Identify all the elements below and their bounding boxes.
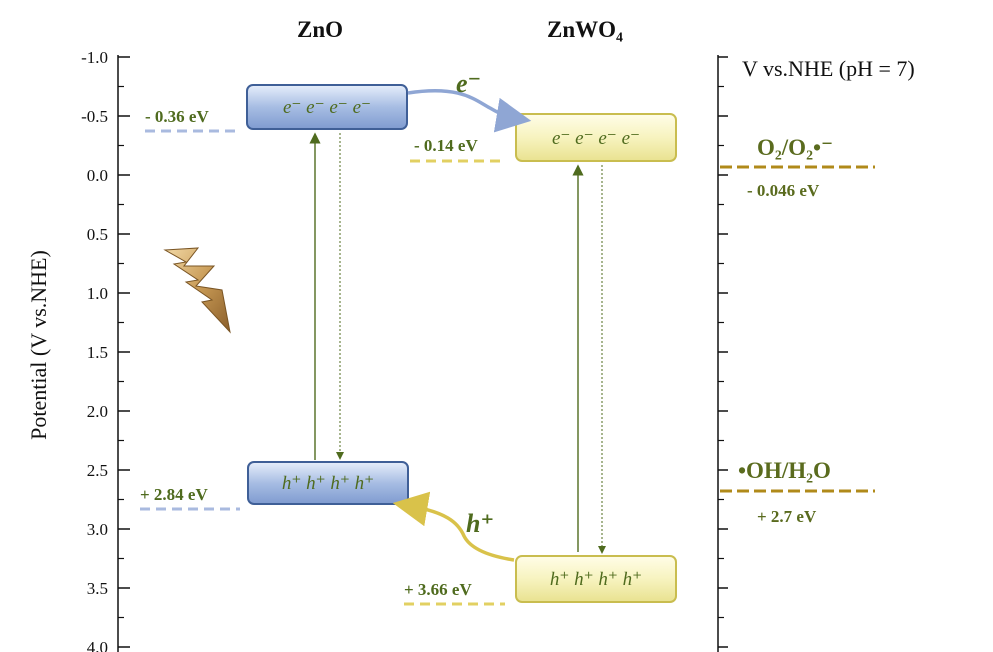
left-tick-label: 1.0: [87, 284, 108, 303]
right-axis: [717, 55, 728, 652]
left-tick-label: 3.5: [87, 579, 108, 598]
zno-cb-carriers: e⁻ e⁻ e⁻ e⁻: [283, 97, 371, 118]
left-tick-label: 3.0: [87, 520, 108, 539]
znwo4-cb-carriers: e⁻ e⁻ e⁻ e⁻: [552, 128, 640, 149]
left-tick-label: 4.0: [87, 638, 108, 652]
znwo4-vb-carriers: h⁺ h⁺ h⁺ h⁺: [550, 569, 642, 590]
left-tick-label: 0.0: [87, 166, 108, 185]
left-tick-label: 0.5: [87, 225, 108, 244]
hole-transfer-arrow: [392, 491, 515, 562]
left-tick-label: 2.5: [87, 461, 108, 480]
electron-transfer-arrow: [407, 88, 532, 133]
zno-vb-carriers: h⁺ h⁺ h⁺ h⁺: [282, 473, 374, 494]
znwo4-conduction-band: e⁻ e⁻ e⁻ e⁻: [515, 113, 677, 162]
zno-vb-value: + 2.84 eV: [140, 485, 208, 504]
redox-oh-value: + 2.7 eV: [757, 507, 817, 526]
left-tick-label: 2.0: [87, 402, 108, 421]
left-tick-label: -1.0: [81, 48, 108, 67]
left-tick-label: 1.5: [87, 343, 108, 362]
left-tick-label: -0.5: [81, 107, 108, 126]
lightning-icon: [163, 247, 231, 334]
material-title-znwo4: ZnWO₄: [547, 17, 623, 42]
redox-o2-label: O₂/O₂•⁻: [757, 135, 833, 160]
redox-oh-label: •OH/H₂O: [738, 458, 831, 483]
left-axis-title: Potential (V vs.NHE): [26, 250, 51, 440]
left-axis: -1.0 -0.5 0.0 0.5 1.0 1.5 2.0 2.5 3.0 3.5 4.0: [81, 48, 130, 652]
znwo4-vb-value: + 3.66 eV: [404, 580, 472, 599]
electron-transfer-label: e⁻: [456, 69, 481, 98]
material-title-zno: ZnO: [297, 17, 343, 42]
zno-conduction-band: e⁻ e⁻ e⁻ e⁻: [246, 84, 408, 130]
znwo4-cb-value: - 0.14 eV: [414, 136, 478, 155]
hole-transfer-label: h⁺: [466, 509, 494, 538]
znwo4-valence-band: h⁺ h⁺ h⁺ h⁺: [515, 555, 677, 603]
right-axis-title: V vs.NHE (pH = 7): [742, 56, 915, 81]
zno-cb-value: - 0.36 eV: [145, 107, 209, 126]
zno-valence-band: h⁺ h⁺ h⁺ h⁺: [247, 461, 409, 505]
redox-o2-value: - 0.046 eV: [747, 181, 820, 200]
